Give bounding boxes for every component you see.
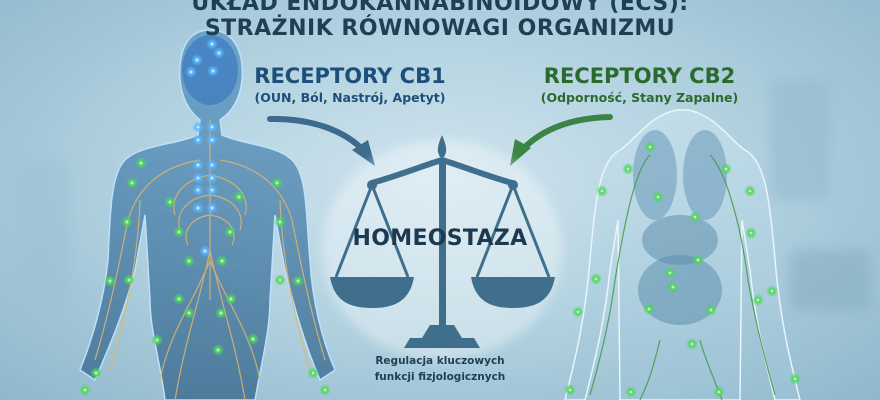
cb1-title: RECEPTORY CB1 (254, 64, 446, 88)
cb2-receptor-dots-right (564, 141, 801, 398)
cb2-receptor-label: RECEPTORY CB2 (Odporność, Stany Zapalne) (527, 63, 752, 107)
cb2-receptor-dots-left (79, 157, 331, 396)
left-body-figure (79, 29, 336, 400)
title-line-2: STRAŻNIK RÓWNOWAGI ORGANIZMU (204, 16, 676, 41)
cb2-title: RECEPTORY CB2 (543, 64, 736, 88)
cb1-receptor-dots (185, 38, 225, 257)
background-shape (20, 160, 70, 310)
cb1-receptor-label: RECEPTORY CB1 (OUN, Ból, Nastrój, Apetyt… (245, 63, 455, 107)
cb1-subtitle: (OUN, Ból, Nastrój, Apetyt) (254, 90, 446, 105)
caption-line-1: Regulacja kluczowych (375, 355, 505, 367)
cb1-arrowhead (352, 140, 375, 166)
title-line-1: UKŁAD ENDOKANNABINOIDOWY (ECS): (191, 0, 689, 16)
background-shape (790, 250, 870, 310)
page-title: UKŁAD ENDOKANNABINOIDOWY (ECS): STRAŻNIK… (0, 0, 880, 41)
homeostasis-label: HOMEOSTAZA (352, 226, 528, 251)
cb2-subtitle: (Odporność, Stany Zapalne) (540, 90, 739, 105)
cb2-arrow-icon (517, 114, 613, 155)
balance-scale-icon (322, 135, 562, 360)
homeostasis-caption: Regulacja kluczowych funkcji fizjologicz… (360, 353, 520, 385)
background-shape (770, 80, 830, 200)
right-body-figure (564, 109, 801, 400)
cb2-arrowhead (510, 139, 531, 166)
caption-line-2: funkcji fizjologicznych (374, 371, 506, 383)
cb1-arrow-icon (267, 115, 368, 155)
